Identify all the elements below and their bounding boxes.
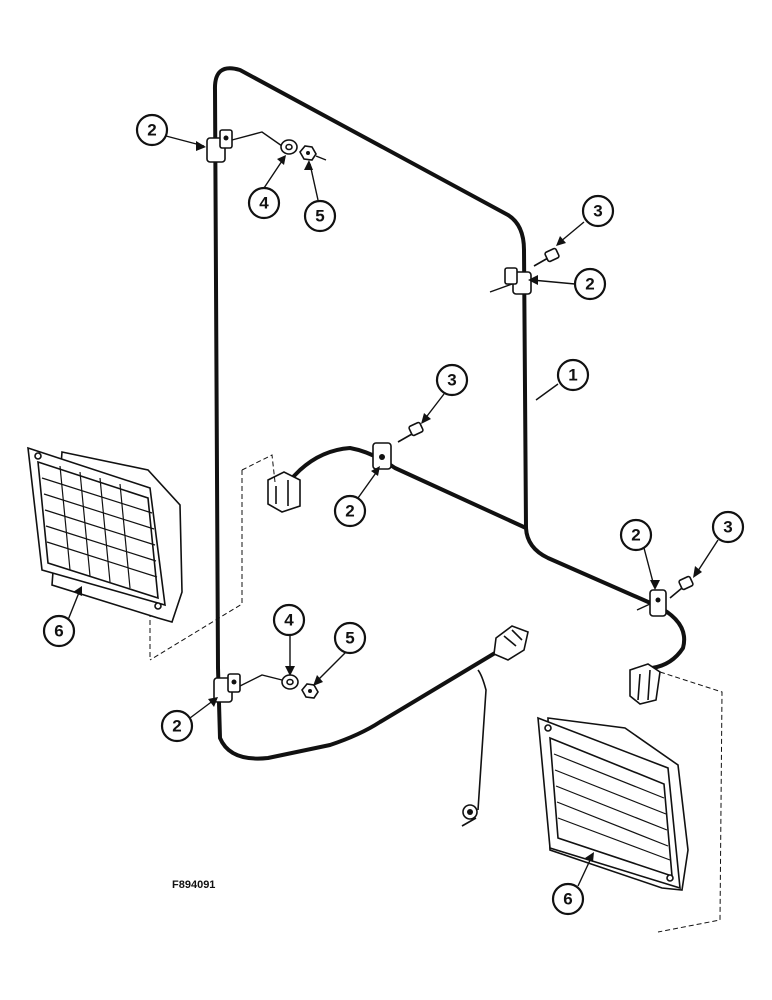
nut-upper — [299, 145, 327, 161]
callout-label: 6 — [54, 622, 63, 641]
callout-label: 2 — [172, 717, 181, 736]
clamp-right — [636, 589, 667, 617]
callout-label: 2 — [631, 526, 640, 545]
callout-2-right: 2 — [619, 518, 653, 552]
callout-2-upper-left: 2 — [135, 113, 169, 147]
callout-3-center: 3 — [435, 363, 469, 397]
callout-5-upper: 5 — [303, 199, 337, 233]
callout-label: 1 — [568, 366, 577, 385]
callout-2-upper-right: 2 — [573, 267, 607, 301]
callout-label: 2 — [345, 502, 354, 521]
callout-leaders — [67, 135, 719, 887]
callout-3-right: 3 — [711, 510, 745, 544]
callout-2-lower-left: 2 — [160, 709, 194, 743]
washer-upper — [280, 139, 298, 155]
work-lamp-left — [27, 446, 183, 623]
bolt-upper — [533, 247, 560, 267]
connector-right — [629, 663, 661, 705]
connector-left — [267, 471, 301, 513]
connector-plug — [493, 625, 529, 661]
callout-label: 3 — [723, 518, 732, 537]
callout-label: 2 — [585, 275, 594, 294]
ground-terminal — [461, 804, 478, 827]
callout-label: 5 — [315, 207, 324, 226]
clamp-center — [372, 442, 392, 470]
bolt-right — [669, 575, 694, 599]
wiring-harness — [212, 66, 687, 811]
figure-code: F894091 — [172, 879, 215, 891]
callout-label: 6 — [563, 890, 572, 909]
bolt-center — [397, 421, 424, 443]
work-lamp-right — [537, 716, 689, 891]
callout-2-center: 2 — [333, 494, 367, 528]
callout-label: 4 — [284, 611, 294, 630]
clamp-upper-left — [206, 129, 283, 163]
callout-label: 3 — [593, 202, 602, 221]
clamp-upper-right — [489, 267, 532, 295]
callout-1-harness: 1 — [556, 358, 590, 392]
nut-lower — [301, 683, 319, 699]
callout-4-lower: 4 — [272, 603, 306, 637]
callout-5-lower: 5 — [333, 621, 367, 655]
washer-lower — [281, 674, 299, 690]
callout-3-upper-right: 3 — [581, 194, 615, 228]
callout-label: 2 — [147, 121, 156, 140]
callout-label: 5 — [345, 629, 354, 648]
callout-6-left-lamp: 6 — [42, 614, 76, 648]
callout-4-upper: 4 — [247, 186, 281, 220]
callout-6-right-lamp: 6 — [551, 882, 585, 916]
clamp-lower-left — [213, 673, 283, 703]
callout-label: 4 — [259, 194, 269, 213]
callout-label: 3 — [447, 371, 456, 390]
